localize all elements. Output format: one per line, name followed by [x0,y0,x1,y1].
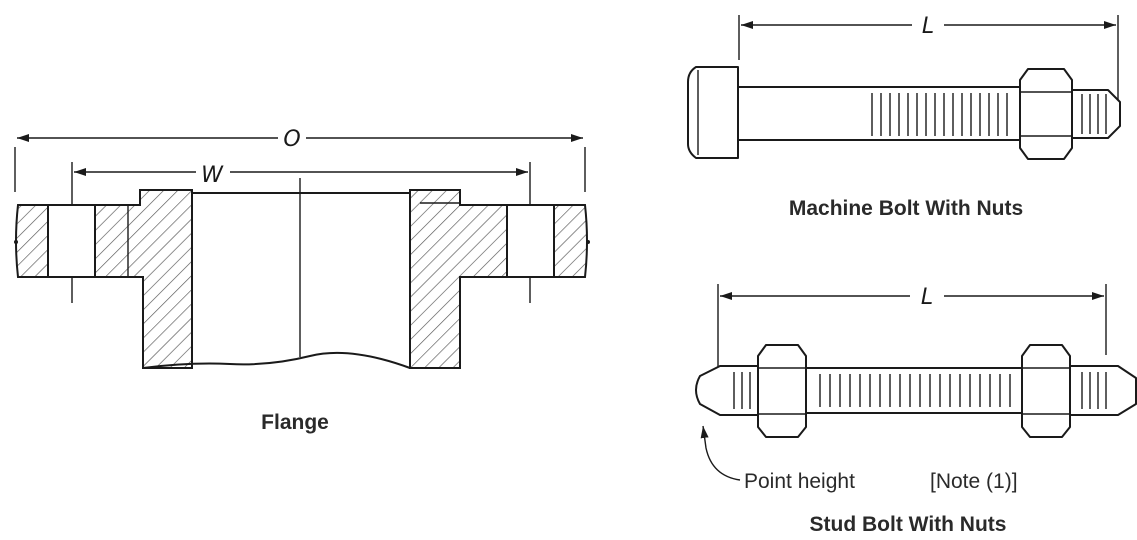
machine-bolt-head [687,66,739,159]
stud-bolt-drawing: L [695,284,1137,536]
machine-bolt-dim-l: L [922,14,934,39]
stud-bolt-nut-left [757,344,807,438]
machine-bolt-drawing: L Machine Bolt With Nuts [687,14,1121,220]
flange-ring-left [15,204,49,278]
stud-bolt-dim-l: L [921,285,933,310]
dim-w-label: W [201,163,224,188]
stud-bolt-nut-right [1021,344,1071,438]
note-reference: [Note (1)] [930,470,1018,493]
flange-body-right [409,189,508,369]
stud-bolt-caption: Stud Bolt With Nuts [810,513,1007,536]
point-height-label: Point height [744,470,855,493]
flange-body-left [94,189,193,369]
machine-bolt-caption: Machine Bolt With Nuts [789,197,1023,220]
machine-bolt-nut [1019,68,1073,160]
dim-o-label: O [283,127,300,152]
flange-drawing: O W Flange [14,127,590,434]
flange-caption: Flange [261,411,329,434]
flange-ring-right [553,204,588,278]
